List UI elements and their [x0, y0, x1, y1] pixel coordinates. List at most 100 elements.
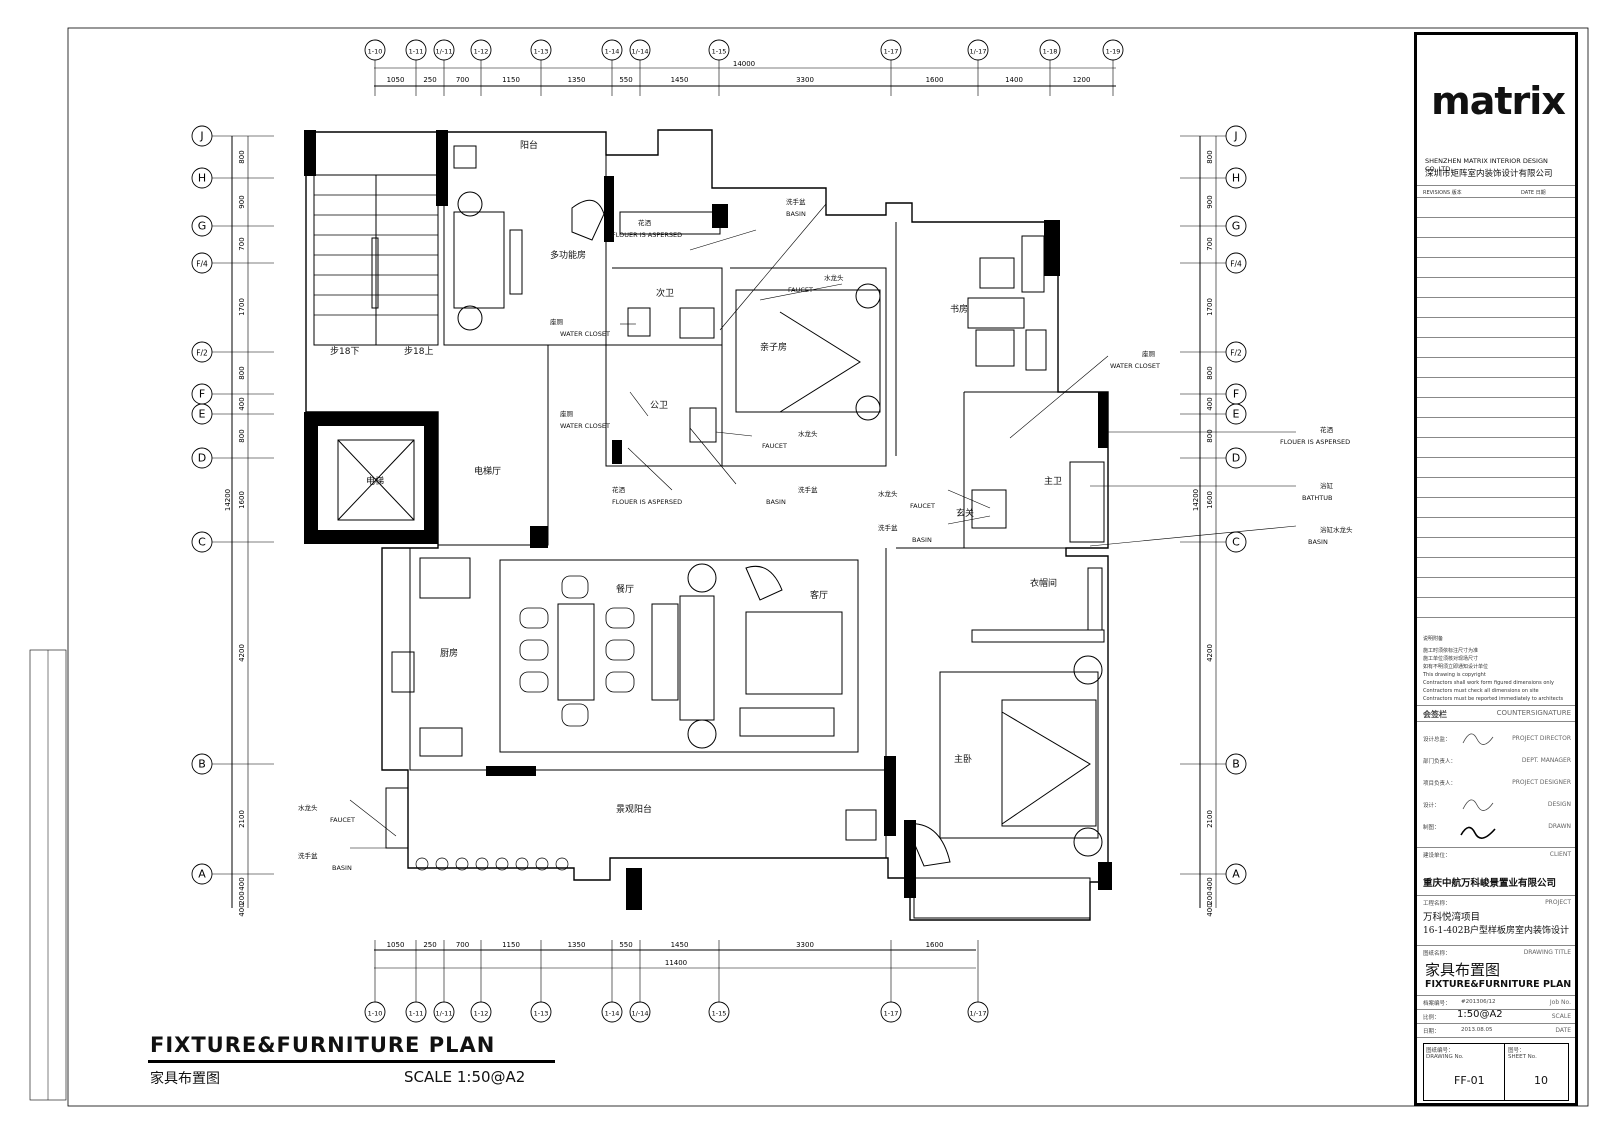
svg-text:1-19: 1-19	[1106, 48, 1121, 56]
dim-side-value-left: 1600	[238, 491, 246, 509]
svg-text:F/4: F/4	[196, 260, 208, 269]
tag-wc-1-cn: 座厕	[550, 317, 564, 326]
notes-title: 说明附备	[1423, 636, 1444, 642]
dim-side-value-right: 4200	[1206, 644, 1214, 662]
grid-bubble-left: J	[191, 125, 213, 147]
tag-basin-2: BASIN	[766, 498, 786, 506]
countersign-en: COUNTERSIGNATURE	[1496, 709, 1571, 717]
project-cn: 工程名称：	[1423, 901, 1451, 907]
svg-text:H: H	[1232, 172, 1240, 185]
svg-text:1-17: 1-17	[884, 1010, 899, 1018]
dim-bottom-value: 1050	[387, 941, 405, 949]
dim-side-value-left: 200	[238, 891, 246, 904]
svg-text:A: A	[198, 868, 206, 881]
dim-side-value-right: 2100	[1206, 810, 1214, 828]
svg-text:1-15: 1-15	[712, 1010, 727, 1018]
dim-side-value-right: 700	[1206, 237, 1214, 250]
dim-bottom-value: 1150	[502, 941, 520, 949]
dim-side-value-right: 800	[1206, 366, 1214, 379]
room-kitchen: 厨房	[440, 647, 458, 659]
dim-top-value: 1450	[671, 76, 689, 84]
grid-bubble-left: F/4	[191, 252, 213, 274]
dim-side-value-right: 800	[1206, 429, 1214, 442]
r1-en: PROJECT DIRECTOR	[1512, 735, 1571, 742]
plan-title-en: FIXTURE&FURNITURE PLAN	[150, 1033, 496, 1057]
svg-text:B: B	[198, 758, 206, 771]
job-cn: 档案编号：	[1423, 1001, 1451, 1007]
dim-side-value-left: 800	[238, 366, 246, 379]
tag-faucet-3: FAUCET	[910, 502, 935, 510]
grid-bubble-top: 1-11	[405, 39, 427, 61]
tag-bathtub-cn: 浴缸	[1320, 481, 1334, 490]
svg-text:1/-17: 1/-17	[970, 48, 987, 56]
svg-text:B: B	[1232, 758, 1240, 771]
svg-text:1/-14: 1/-14	[632, 48, 649, 56]
tag-wc-3: WATER CLOSET	[560, 422, 610, 430]
dim-top-value: 3300	[796, 76, 814, 84]
grid-bubble-top: 1-19	[1102, 39, 1124, 61]
grid-bubble-left: G	[191, 215, 213, 237]
job-en: Job No.	[1549, 999, 1571, 1006]
tag-bathtub: BATHTUB	[1302, 494, 1332, 502]
tag-flower-3: FLOUER IS ASPERSED	[612, 498, 682, 506]
dim-bottom-value: 1450	[671, 941, 689, 949]
grid-bubble-left: F	[191, 383, 213, 405]
r3-cn: 项目负责人：	[1423, 781, 1457, 787]
grid-bubble-top: 1-13	[530, 39, 552, 61]
svg-text:J: J	[1233, 130, 1237, 143]
grid-bubble-right: G	[1225, 215, 1247, 237]
tag-flower-2: FLOUER IS ASPERSED	[1280, 438, 1350, 446]
tag-faucet-4-cn: 水龙头	[298, 803, 318, 812]
tag-flower-1: FLOUER IS ASPERSED	[612, 231, 682, 239]
svg-text:C: C	[1232, 536, 1240, 549]
grid-bubble-top: 1/-17	[967, 39, 989, 61]
client-en: CLIENT	[1549, 851, 1571, 858]
tag-faucet-3-cn: 水龙头	[878, 489, 898, 498]
room-lift: 电梯	[366, 475, 384, 487]
svg-text:D: D	[1232, 452, 1240, 465]
dim-side-value-right: 400	[1206, 397, 1214, 410]
room-second-bath: 次卫	[656, 287, 674, 299]
svg-text:1-10: 1-10	[368, 1010, 383, 1018]
tag-basin-4: BASIN	[332, 864, 352, 872]
svg-text:1/-11: 1/-11	[436, 48, 453, 56]
dim-side-value-right: 400	[1206, 903, 1214, 916]
tag-tub-faucet-cn: 浴缸水龙头	[1320, 525, 1353, 534]
stair-down: 步18下	[330, 346, 359, 357]
dim-top-value: 1200	[1073, 76, 1091, 84]
dim-side-value-left: 4200	[238, 644, 246, 662]
countersign-cn: 会签栏	[1423, 710, 1447, 719]
dim-top-value: 250	[423, 76, 436, 84]
svg-text:E: E	[199, 408, 206, 421]
date-label: DATE 日期	[1521, 190, 1546, 196]
tag-wc-2-cn: 座厕	[1142, 349, 1156, 358]
dim-top-value: 1150	[502, 76, 520, 84]
dim-side-value-left: 800	[238, 150, 246, 163]
dno-en: DRAWING No.	[1426, 1054, 1464, 1060]
room-public-bath: 公卫	[650, 400, 668, 411]
dim-bottom-value: 550	[619, 941, 632, 949]
dim-top-value: 1350	[568, 76, 586, 84]
signature-marks	[1460, 733, 1496, 839]
dim-side-total-left: 14200	[224, 489, 232, 511]
svg-text:G: G	[1232, 220, 1241, 233]
dim-side-value-right: 1700	[1206, 298, 1214, 316]
svg-text:1-14: 1-14	[605, 48, 620, 56]
tag-faucet-1: FAUCET	[788, 286, 813, 294]
room-dining: 餐厅	[616, 583, 634, 595]
grid-bubble-bottom: 1-10	[364, 1001, 386, 1023]
room-multi: 多功能房	[550, 249, 586, 261]
grid-bubble-top: 1-15	[708, 39, 730, 61]
dim-bottom-value: 1600	[926, 941, 944, 949]
grid-bubble-bottom: 1-11	[405, 1001, 427, 1023]
dim-top-value: 550	[619, 76, 632, 84]
svg-text:1-18: 1-18	[1043, 48, 1058, 56]
dim-side-value-left: 800	[238, 429, 246, 442]
tag-basin-3-cn: 洗手盆	[878, 523, 898, 532]
tag-faucet-2-cn: 水龙头	[798, 429, 818, 438]
